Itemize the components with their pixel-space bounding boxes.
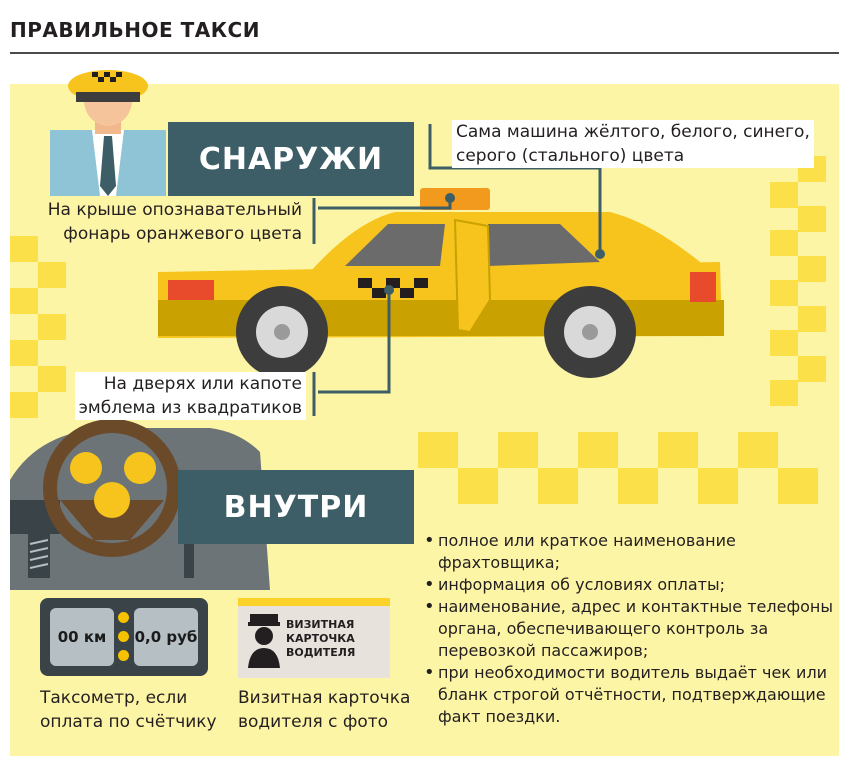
callout-emblem-line-1: На дверях или капоте <box>103 374 302 394</box>
taximeter-caption-line-1: Таксометр, если <box>40 688 188 708</box>
callout-roof-line-2: фонарь оранжевого цвета <box>63 224 302 244</box>
checker-pattern <box>10 156 826 504</box>
driver-card-caption-line-2: водителя с фото <box>238 712 389 732</box>
callout-roof-line-1: На крыше опознавательный <box>47 200 302 220</box>
card-line-2: КАРТОЧКА <box>286 632 355 645</box>
taximeter-fare: 0,0 руб <box>134 608 198 666</box>
taximeter-icon: 00 км 0,0 руб <box>40 598 208 676</box>
section-inside-banner: ВНУТРИ <box>178 470 414 544</box>
driver-photo-icon <box>248 614 280 668</box>
driver-card-caption: Визитная карточка водителя с фото <box>238 686 410 734</box>
page-title: ПРАВИЛЬНОЕ ТАКСИ <box>10 18 260 42</box>
driver-card-caption-line-1: Визитная карточка <box>238 688 411 708</box>
card-line-1: ВИЗИТНАЯ <box>286 618 355 631</box>
title-divider <box>10 52 839 54</box>
section-outside-banner: СНАРУЖИ <box>168 122 414 196</box>
card-line-3: ВОДИТЕЛЯ <box>286 646 356 659</box>
callout-car-color: Сама машина жёлтого, белого, синего, сер… <box>452 120 814 168</box>
list-item: при необходимости водитель выдаёт чек ил… <box>422 662 842 728</box>
list-item: наименование, адрес и контактные телефон… <box>422 596 842 662</box>
callout-emblem: На дверях или капоте эмблема из квадрати… <box>74 372 306 420</box>
taximeter-caption-line-2: оплата по счётчику <box>40 712 217 732</box>
driver-card-icon: ВИЗИТНАЯ КАРТОЧКА ВОДИТЕЛЯ <box>238 598 390 678</box>
taxi-car-icon <box>158 188 724 378</box>
taximeter-light <box>118 631 129 642</box>
driver-icon <box>50 70 166 196</box>
list-item: информация об условиях оплаты; <box>422 574 842 596</box>
taximeter-distance: 00 км <box>50 608 114 666</box>
list-item: полное или краткое наименование фрахтовщ… <box>422 530 842 574</box>
taximeter-caption: Таксометр, если оплата по счётчику <box>40 686 217 734</box>
steering-wheel-icon <box>10 419 270 590</box>
taximeter-light <box>118 650 129 661</box>
callout-roof-light: На крыше опознавательный фонарь оранжево… <box>43 198 306 246</box>
inside-requirements-list: полное или краткое наименование фрахтовщ… <box>422 530 842 728</box>
taximeter-light <box>118 612 129 623</box>
callout-color-line-2: серого (стального) цвета <box>456 146 685 166</box>
callout-emblem-line-2: эмблема из квадратиков <box>78 398 302 418</box>
driver-card-text: ВИЗИТНАЯ КАРТОЧКА ВОДИТЕЛЯ <box>286 618 355 660</box>
callout-color-line-1: Сама машина жёлтого, белого, синего, <box>456 122 810 142</box>
